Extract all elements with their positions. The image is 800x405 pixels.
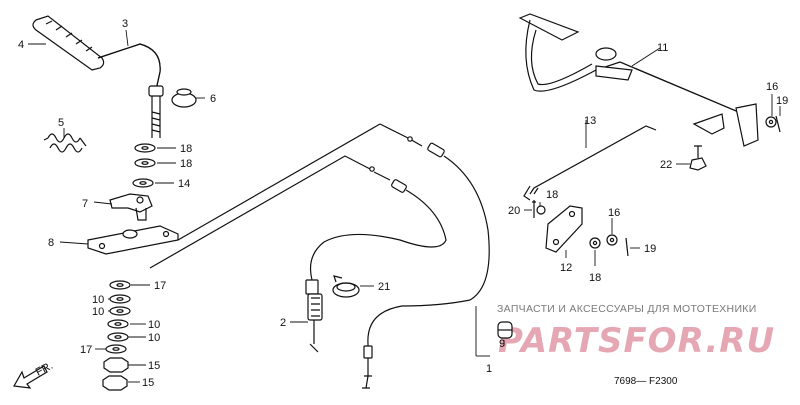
part-small-hardware xyxy=(532,115,781,257)
leader-lines xyxy=(28,29,781,383)
callout-20: 20 xyxy=(508,205,520,217)
part-lever-rod xyxy=(97,43,164,138)
callout-18: 18 xyxy=(546,189,558,201)
callout-21: 21 xyxy=(378,281,390,293)
watermark-logo: PARTSFOR.RU xyxy=(498,321,775,361)
part-plate xyxy=(545,205,583,253)
callout-11: 11 xyxy=(657,42,668,54)
callout-10: 10 xyxy=(148,332,160,344)
part-washers-upper xyxy=(132,143,156,188)
callout-18: 18 xyxy=(180,158,192,170)
callout-10: 10 xyxy=(148,319,160,331)
callout-1: 1 xyxy=(486,363,492,375)
callout-18: 18 xyxy=(180,143,192,155)
callout-18: 18 xyxy=(589,272,601,284)
callout-16: 16 xyxy=(608,207,620,219)
direction-label: FR. xyxy=(34,360,55,379)
part-brake-rod xyxy=(523,125,657,201)
callout-3: 3 xyxy=(122,18,128,30)
callout-19: 19 xyxy=(644,243,656,255)
diagram-code: 7698— F2300 xyxy=(614,376,678,387)
callout-12: 12 xyxy=(560,262,572,274)
front-direction-arrow: FR. xyxy=(13,360,55,389)
part-cable-1 xyxy=(362,136,490,389)
callout-9: 9 xyxy=(499,338,505,350)
callout-4: 4 xyxy=(18,39,24,51)
part-shift-arm xyxy=(109,193,153,221)
callout-15: 15 xyxy=(148,360,160,372)
watermark-caption: ЗАПЧАСТИ И АКСЕССУАРЫ ДЛЯ МОТОТЕХНИКИ xyxy=(497,303,757,315)
callout-10: 10 xyxy=(92,306,104,318)
cable-routing-lines xyxy=(149,123,413,269)
callout-15: 15 xyxy=(142,377,154,389)
part-boot xyxy=(171,88,197,108)
callout-2: 2 xyxy=(280,317,286,329)
part-clamp xyxy=(332,275,360,298)
callout-5: 5 xyxy=(58,117,64,129)
part-cable-2 xyxy=(305,166,447,353)
callout-13: 13 xyxy=(584,115,596,127)
callout-16: 16 xyxy=(766,81,778,93)
callout-6: 6 xyxy=(210,93,216,105)
callout-17: 17 xyxy=(80,344,92,356)
part-grommet xyxy=(497,321,513,339)
callout-7: 7 xyxy=(82,198,88,210)
part-washers-lower xyxy=(102,280,131,391)
callout-10: 10 xyxy=(92,294,104,306)
part-grip xyxy=(32,15,105,71)
callout-14: 14 xyxy=(178,178,190,190)
callout-labels: 3 4 5 6 18 18 14 7 8 17 10 10 10 10 17 1… xyxy=(18,18,788,389)
callout-19: 19 xyxy=(776,95,788,107)
callout-22: 22 xyxy=(660,159,672,171)
callout-8: 8 xyxy=(48,237,54,249)
part-spring xyxy=(43,133,87,153)
callout-17: 17 xyxy=(154,280,166,292)
part-brake-pedal xyxy=(518,13,759,147)
part-bracket xyxy=(87,225,179,255)
